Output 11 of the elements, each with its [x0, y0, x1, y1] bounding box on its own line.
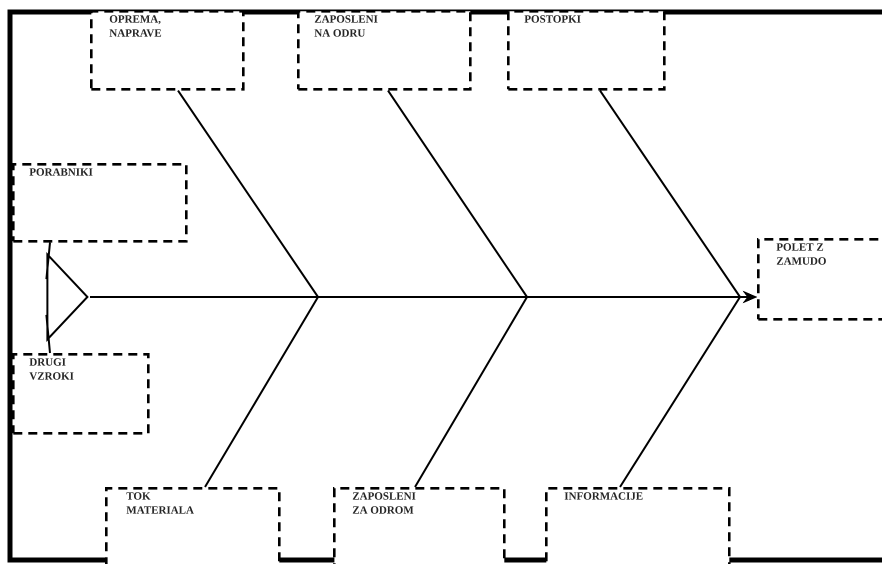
cause-box: OPREMA, NAPRAVE	[90, 10, 245, 91]
cause-box: INFORMACIJE	[545, 487, 731, 564]
bone-line	[45, 314, 51, 354]
cause-box: ZAPOSLENI ZA ODROM	[333, 487, 506, 564]
cause-box: PORABNIKI	[12, 163, 188, 243]
cause-box: DRUGI VZROKI	[12, 353, 150, 435]
cause-box: TOK MATERIALA	[105, 487, 281, 564]
cause-box: POSTOPKI	[507, 10, 666, 91]
bone-line	[45, 242, 51, 280]
cause-box: ZAPOSLENI NA ODRU	[297, 10, 472, 91]
cause-box: POLET Z ZAMUDO	[757, 238, 882, 321]
